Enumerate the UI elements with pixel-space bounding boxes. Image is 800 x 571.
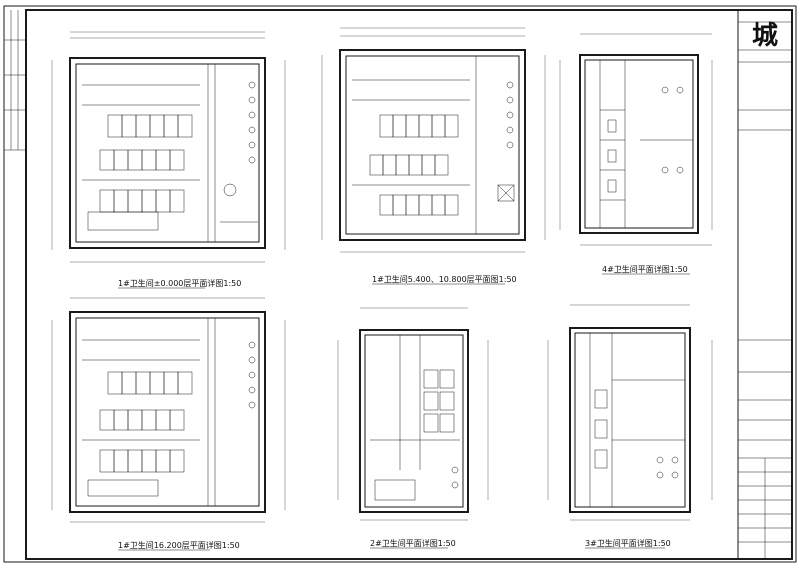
company-seal: 城	[752, 21, 778, 51]
plan-5: 2#卫生间平面详图1:50	[337, 307, 489, 549]
plan-4-caption: 1#卫生间16.200层平面详图1:50	[118, 540, 240, 550]
plan-2-caption: 1#卫生间5.400、10.800层平面图1:50	[372, 274, 517, 284]
plan-2: 1#卫生间5.400、10.800层平面图1:50	[321, 27, 546, 285]
plan-6-caption: 3#卫生间平面详图1:50	[585, 538, 671, 548]
plan-1: 1#卫生间±0.000层平面详图1:50	[51, 31, 286, 289]
plan-4: 1#卫生间16.200层平面详图1:50	[51, 297, 286, 551]
plan-3: 4#卫生间平面详图1:50	[559, 33, 713, 275]
plan-3-caption: 4#卫生间平面详图1:50	[602, 264, 688, 274]
plan-5-caption: 2#卫生间平面详图1:50	[370, 538, 456, 548]
title-block: 城	[737, 9, 793, 560]
binding-strip	[4, 10, 26, 151]
plan-6: 3#卫生间平面详图1:50	[547, 304, 713, 549]
plan-1-caption: 1#卫生间±0.000层平面详图1:50	[118, 278, 241, 288]
sheet-border	[3, 5, 797, 563]
